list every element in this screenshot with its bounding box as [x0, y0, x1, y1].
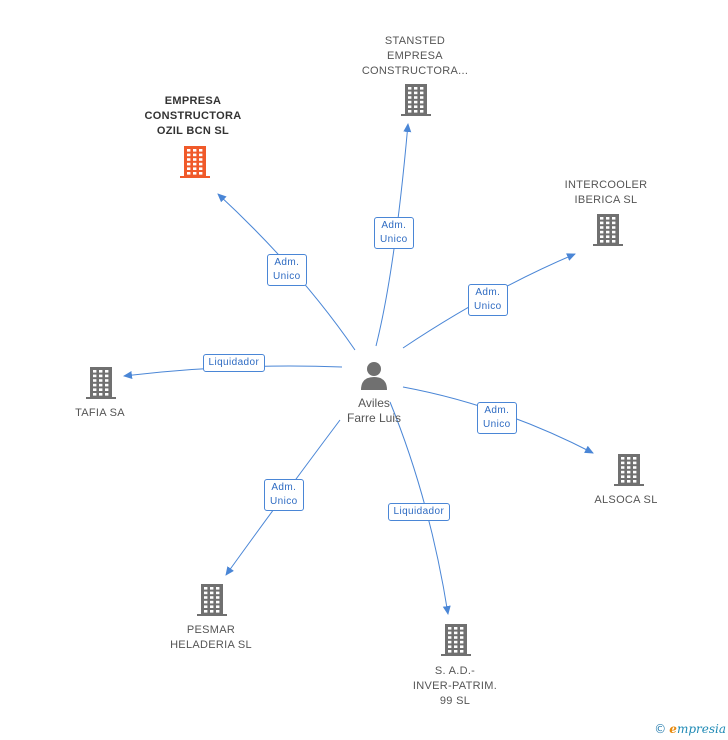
building-icon[interactable] — [197, 584, 227, 616]
building-icon[interactable] — [401, 84, 431, 116]
edge-label-alsoca[interactable]: Adm. Unico — [477, 402, 517, 434]
edge-label-pesmar[interactable]: Adm. Unico — [264, 479, 304, 511]
node-label-intercooler[interactable]: INTERCOOLER IBERICA SL — [564, 179, 648, 206]
building-icon[interactable] — [180, 146, 210, 178]
node-label-stansted[interactable]: STANSTED EMPRESA CONSTRUCTORA... — [361, 35, 469, 77]
building-icon[interactable] — [441, 624, 471, 656]
building-icon[interactable] — [86, 367, 116, 399]
building-icon[interactable] — [593, 214, 623, 246]
edge-label-stansted[interactable]: Adm. Unico — [374, 217, 414, 249]
footer-brand[interactable]: ©empresia — [654, 722, 726, 736]
node-label-alsoca[interactable]: ALSOCA SL — [594, 494, 658, 506]
node-label-ozil[interactable]: EMPRESA CONSTRUCTORA OZIL BCN SL — [144, 95, 242, 137]
edge-label-ozil[interactable]: Adm. Unico — [267, 254, 307, 286]
edge-label-tafia[interactable]: Liquidador — [202, 354, 266, 372]
node-label-pesmar[interactable]: PESMAR HELADERIA SL — [170, 624, 252, 651]
brand-name: mpresia — [676, 722, 726, 736]
building-icon[interactable] — [614, 454, 644, 486]
edge-label-intercooler[interactable]: Adm. Unico — [468, 284, 508, 316]
copyright-symbol: © — [654, 722, 667, 736]
node-label-sad[interactable]: S. A.D.- INVER-PATRIM. 99 SL — [412, 665, 498, 707]
edge-label-sad[interactable]: Liquidador — [387, 503, 451, 521]
center-person-name[interactable]: Aviles Farre Luis — [346, 396, 402, 425]
brand-e: e — [669, 722, 677, 736]
edge-stansted — [375, 123, 412, 347]
node-label-tafia[interactable]: TAFIA SA — [75, 407, 125, 419]
person-icon[interactable] — [361, 362, 387, 390]
